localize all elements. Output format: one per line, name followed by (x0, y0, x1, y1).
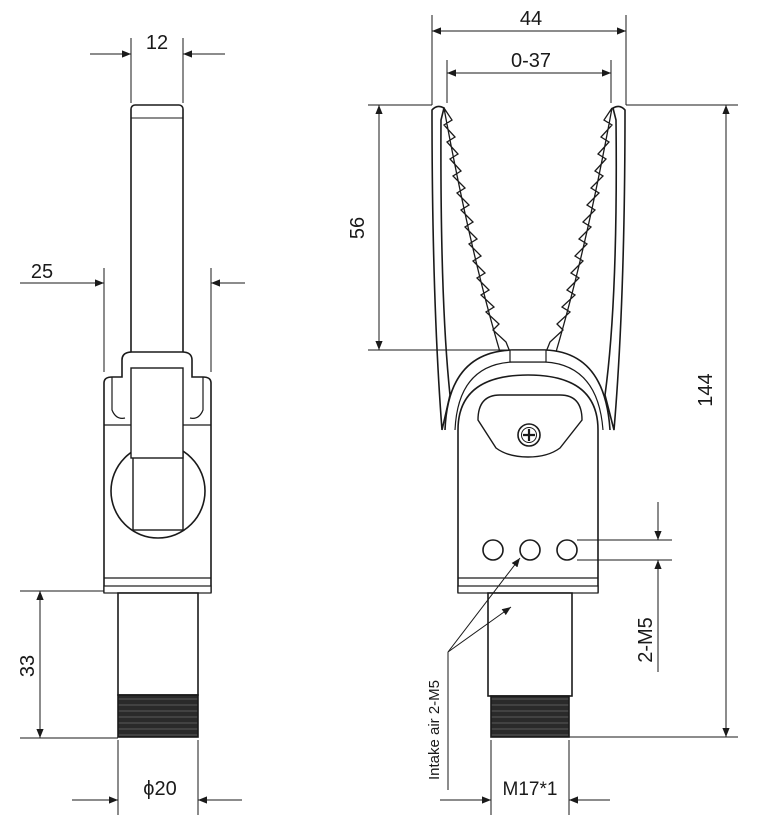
dim-finger-thickness: 12 (146, 32, 168, 54)
label-intake-air: Intake air 2-M5 (426, 680, 443, 780)
side-dimensions (20, 38, 245, 815)
dim-stroke: 0-37 (511, 50, 551, 72)
front-port-right (556, 539, 578, 561)
side-connector-body (117, 592, 199, 696)
front-left-outer-arm (431, 105, 451, 431)
dim-connector-height: 33 (17, 655, 39, 677)
side-connector-thread (117, 694, 199, 738)
dim-connector-thread: M17*1 (503, 779, 558, 800)
dim-port-thread: 2-M5 (635, 617, 657, 663)
dim-total-height: 144 (695, 373, 717, 406)
front-port-left (482, 539, 504, 561)
front-left-serrated-finger (442, 107, 511, 353)
front-connector-body (487, 592, 573, 697)
front-right-serrated-finger (545, 107, 614, 353)
front-port-center (519, 539, 541, 561)
front-right-outer-arm (604, 105, 626, 431)
dim-connector-diameter: ϕ20 (143, 778, 176, 800)
dim-finger-length: 56 (347, 217, 369, 239)
side-view (103, 104, 212, 738)
dim-body-width: 25 (31, 261, 53, 283)
dim-outer-width: 44 (520, 8, 542, 30)
front-dimensions (368, 15, 738, 815)
front-connector-thread (490, 695, 570, 738)
front-view (431, 105, 626, 738)
